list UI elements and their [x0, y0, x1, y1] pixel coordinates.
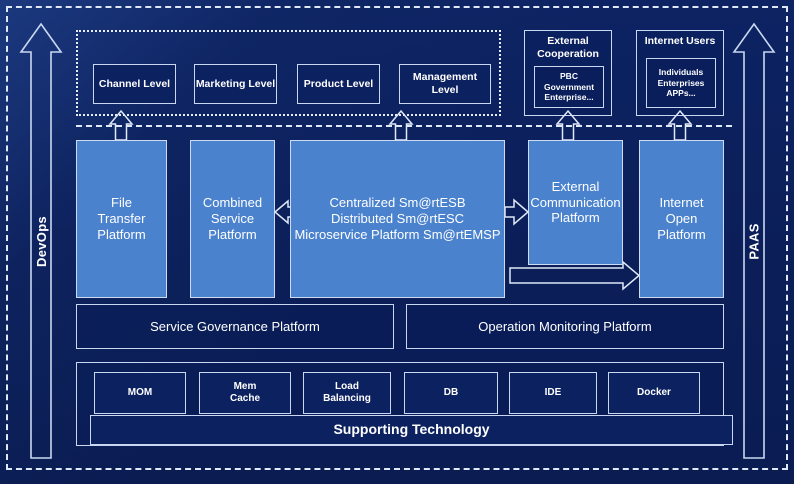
level-box-channel[interactable]: Channel Level — [93, 64, 176, 104]
devops-arrow-label: DevOps — [33, 215, 49, 267]
tech-chip-db[interactable]: DB — [404, 372, 498, 414]
external-cooperation-title: External Cooperation — [537, 35, 599, 61]
level-label-channel: Channel Level — [98, 77, 171, 90]
internet-users-group[interactable]: Internet Users Individuals Enterprises A… — [636, 30, 724, 116]
tech-chip-mem-cache[interactable]: Mem Cache — [199, 372, 291, 414]
long-arrow-esb-to-internet-open — [509, 260, 641, 291]
paas-arrow-shape — [732, 22, 776, 459]
tech-chip-mem-cache-label: Mem Cache — [229, 380, 260, 404]
internet-users-title: Internet Users — [644, 35, 716, 47]
platform-esb-esc-emsp-label: Centralized Sm@rtESB Distributed Sm@rtES… — [294, 195, 501, 242]
platform-combined-service-label: Combined Service Platform — [202, 195, 263, 242]
band-service-governance[interactable]: Service Governance Platform — [76, 304, 394, 349]
level-box-management[interactable]: Management Level — [399, 64, 491, 104]
level-label-product: Product Level — [303, 77, 374, 90]
paas-arrow: PAAS — [732, 22, 776, 460]
external-cooperation-inner-label: PBC Government Enterprise... — [543, 71, 595, 103]
tech-chip-load-balancing[interactable]: Load Balancing — [303, 372, 391, 414]
consumer-platform-separator — [76, 125, 732, 127]
paas-arrow-label: PAAS — [746, 222, 762, 260]
tech-chip-docker-label: Docker — [637, 386, 671, 398]
external-cooperation-group[interactable]: External Cooperation PBC Government Ente… — [524, 30, 612, 116]
tech-chip-db-label: DB — [443, 386, 459, 398]
supporting-technology-bar[interactable]: Supporting Technology — [90, 415, 733, 445]
external-cooperation-inner: PBC Government Enterprise... — [534, 66, 604, 108]
tech-chip-mom[interactable]: MOM — [94, 372, 186, 414]
devops-arrow: DevOps — [19, 22, 63, 460]
level-label-management: Management Level — [412, 71, 478, 96]
band-operation-monitoring-label: Operation Monitoring Platform — [478, 318, 652, 334]
platform-external-communication-label: External Communication Platform — [530, 178, 621, 226]
platform-file-transfer-label: File Transfer Platform — [97, 195, 146, 242]
tech-chip-ide-label: IDE — [544, 386, 562, 398]
platform-esb-esc-emsp[interactable]: Centralized Sm@rtESB Distributed Sm@rtES… — [290, 140, 505, 298]
platform-internet-open[interactable]: Internet Open Platform — [639, 140, 724, 298]
level-box-product[interactable]: Product Level — [297, 64, 380, 104]
devops-arrow-label-wrap: DevOps — [20, 22, 62, 460]
paas-arrow-label-wrap: PAAS — [733, 22, 775, 460]
tech-chip-mom-label: MOM — [127, 386, 153, 398]
band-operation-monitoring[interactable]: Operation Monitoring Platform — [406, 304, 724, 349]
tech-chip-docker[interactable]: Docker — [608, 372, 700, 414]
band-service-governance-label: Service Governance Platform — [150, 318, 320, 334]
devops-arrow-shape — [19, 22, 63, 459]
internet-users-inner: Individuals Enterprises APPs... — [646, 58, 716, 108]
tech-chip-ide[interactable]: IDE — [509, 372, 597, 414]
platform-internet-open-label: Internet Open Platform — [657, 195, 706, 242]
level-box-marketing[interactable]: Marketing Level — [194, 64, 277, 104]
internet-users-inner-label: Individuals Enterprises APPs... — [657, 67, 705, 99]
platform-file-transfer[interactable]: File Transfer Platform — [76, 140, 167, 298]
level-label-marketing: Marketing Level — [195, 77, 276, 90]
right-arrow-esb-to-external-comm — [504, 198, 530, 226]
tech-chip-load-balancing-label: Load Balancing — [323, 380, 371, 404]
platform-combined-service[interactable]: Combined Service Platform — [190, 140, 275, 298]
platform-external-communication[interactable]: External Communication Platform — [528, 140, 623, 265]
supporting-technology-label: Supporting Technology — [333, 421, 490, 438]
business-levels-group — [76, 30, 501, 116]
